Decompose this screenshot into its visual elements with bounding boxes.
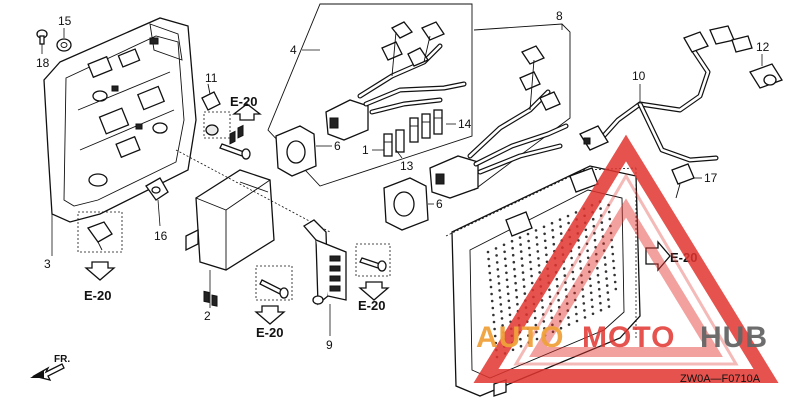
watermark-text-moto: MOTO xyxy=(582,321,675,354)
ref-e20-b: E-20 xyxy=(230,94,257,109)
label-2: 2 xyxy=(204,309,211,323)
up-arrow-b xyxy=(232,103,262,121)
down-arrow-d xyxy=(358,281,390,301)
cap-12 xyxy=(749,63,783,89)
label-13: 13 xyxy=(400,159,414,173)
assembly-outline-4 xyxy=(267,3,473,187)
leader-16 xyxy=(157,199,161,227)
front-label: FR. xyxy=(54,354,70,365)
drawing-code: ZW0A—F0710A xyxy=(680,373,761,385)
ref-e20-a: E-20 xyxy=(84,288,111,303)
label-10: 10 xyxy=(632,69,646,83)
label-15: 15 xyxy=(58,14,72,28)
label-17: 17 xyxy=(704,171,718,185)
right-arrow-e xyxy=(645,240,671,272)
control-module-2 xyxy=(185,124,275,307)
watermark-text-auto: AUTO xyxy=(476,321,564,354)
screw-9 xyxy=(359,257,387,272)
engine-cover-panel xyxy=(43,17,197,223)
clamp-17 xyxy=(671,163,695,199)
label-18: 18 xyxy=(36,56,50,70)
clip-16 xyxy=(145,177,169,201)
harness-lower xyxy=(467,45,569,175)
label-12: 12 xyxy=(756,40,770,54)
bolt-upper xyxy=(219,143,251,160)
label-4: 4 xyxy=(290,43,297,57)
label-16: 16 xyxy=(154,229,168,243)
ignition-coil-lower xyxy=(383,155,479,231)
wire-clip-13 xyxy=(383,129,405,157)
ref-e20-d: E-20 xyxy=(358,298,385,313)
bracket-9 xyxy=(303,219,347,306)
label-1: 1 xyxy=(362,143,369,157)
warning-triangle-icon xyxy=(473,134,779,383)
down-arrow-c xyxy=(254,305,286,325)
dashed-detail-box-d xyxy=(355,243,391,277)
watermark-logo xyxy=(473,134,779,383)
harness-upper xyxy=(357,21,467,115)
harness-main-10 xyxy=(579,25,753,163)
label-9: 9 xyxy=(326,338,333,352)
ignition-coil-upper xyxy=(275,99,369,177)
dashed-detail-box-a xyxy=(77,211,123,253)
grille-perforation xyxy=(486,200,618,359)
assembly-outline-8 xyxy=(473,23,571,191)
label-14: 14 xyxy=(458,117,472,131)
label-8: 8 xyxy=(556,9,563,23)
label-11: 11 xyxy=(205,71,218,85)
ref-e20-c: E-20 xyxy=(256,325,283,340)
wire-clips-14 xyxy=(409,109,443,143)
dashed-leader-panel xyxy=(175,149,331,233)
washer-icon xyxy=(205,124,219,136)
leader-13 xyxy=(395,149,403,159)
down-arrow-a xyxy=(84,261,116,281)
wire-clip-detail-a xyxy=(86,221,113,251)
bolt-lower xyxy=(259,279,289,299)
grommet-15 xyxy=(56,38,72,52)
front-direction-arrow xyxy=(30,363,65,381)
label-6b: 6 xyxy=(436,197,443,211)
dashed-detail-box-b xyxy=(203,111,231,139)
clip-11 xyxy=(201,83,221,111)
label-6a: 6 xyxy=(334,139,341,153)
bolt-18 xyxy=(36,29,48,45)
watermark-text-hub: HUB xyxy=(700,321,768,354)
dashed-detail-box-c xyxy=(255,265,293,301)
label-3: 3 xyxy=(44,257,51,271)
